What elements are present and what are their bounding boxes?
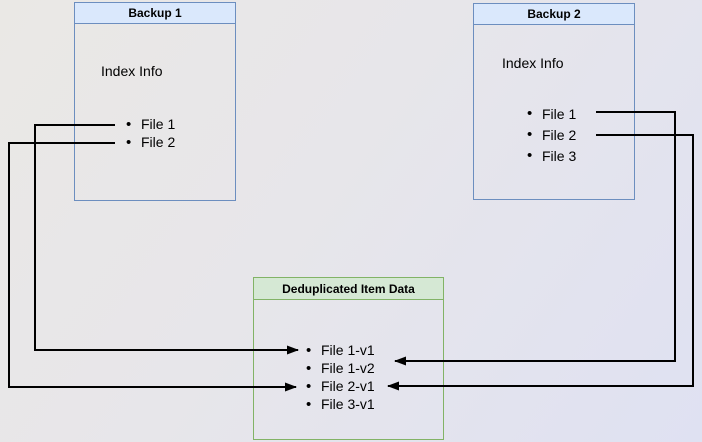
backup2-file-list: File 1 File 2 File 3 — [526, 103, 576, 166]
backup2-box: Backup 2 Index Info File 1 File 2 File 3 — [473, 3, 635, 200]
backup1-title: Backup 1 — [75, 3, 235, 24]
backup2-file-3-label: File 3 — [542, 147, 577, 164]
dedup-item: File 1-v1 — [305, 341, 375, 359]
backup2-file-item: File 3 — [526, 145, 576, 166]
backup1-file-item: File 1 — [125, 115, 175, 133]
backup2-title: Backup 2 — [474, 4, 634, 25]
dedup-item: File 1-v2 — [305, 359, 375, 377]
backup1-file-2-label: File 2 — [141, 134, 176, 150]
backup1-file-1-label: File 1 — [141, 116, 176, 132]
backup2-index-info-label: Index Info — [502, 55, 564, 71]
backup2-file-item: File 1 — [526, 103, 576, 124]
backup2-file-1-label: File 1 — [542, 105, 577, 122]
backup2-file-item: File 2 — [526, 124, 576, 145]
backup1-file-list: File 1 File 2 — [125, 115, 175, 151]
backup1-file-item: File 2 — [125, 133, 175, 151]
dedup-item-file3v1-label: File 3-v1 — [321, 396, 375, 412]
backup1-box: Backup 1 Index Info File 1 File 2 — [74, 2, 236, 201]
dedup-item: File 3-v1 — [305, 395, 375, 413]
dedup-item: File 2-v1 — [305, 377, 375, 395]
dedup-item-file1v1-label: File 1-v1 — [321, 342, 375, 358]
dedup-item-list: File 1-v1 File 1-v2 File 2-v1 File 3-v1 — [305, 341, 375, 413]
dedup-item-file2v1-label: File 2-v1 — [321, 378, 375, 394]
dedup-item-file1v2-label: File 1-v2 — [321, 360, 375, 376]
backup1-index-info-label: Index Info — [101, 63, 163, 79]
dedup-title: Deduplicated Item Data — [254, 278, 443, 300]
dedup-box: Deduplicated Item Data File 1-v1 File 1-… — [253, 277, 444, 440]
backup2-file-2-label: File 2 — [542, 126, 577, 143]
